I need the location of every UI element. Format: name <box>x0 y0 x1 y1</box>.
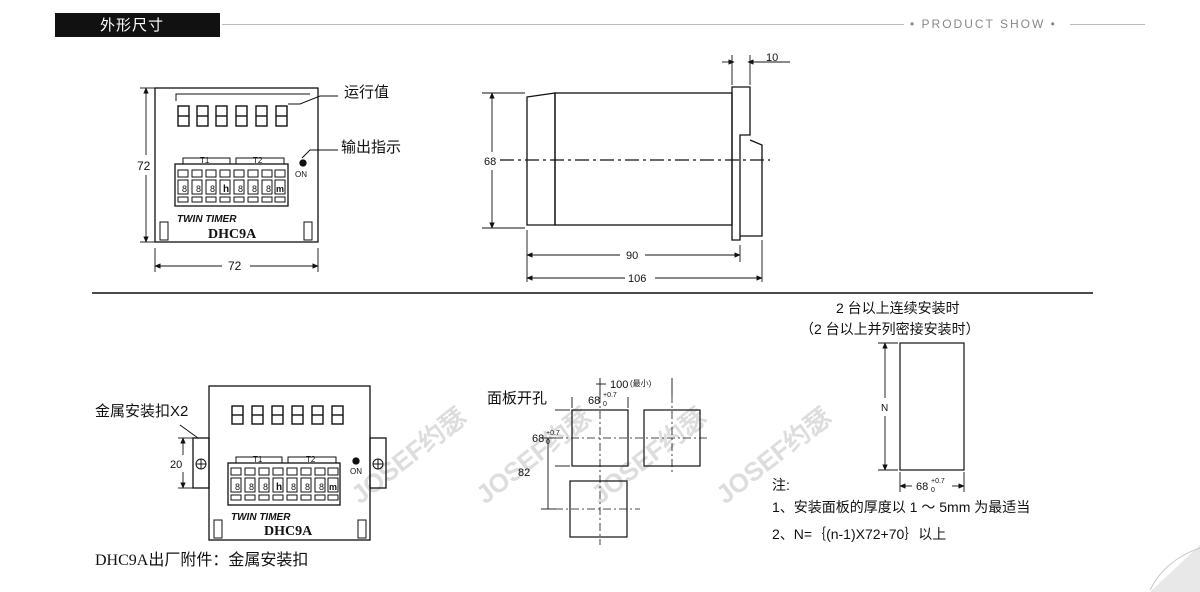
page-fold-corner <box>1150 545 1200 592</box>
bracket-screws <box>195 458 384 470</box>
svg-text:8: 8 <box>249 482 254 492</box>
svg-text:m: m <box>329 482 337 492</box>
side-dim-90: 90 <box>626 250 638 262</box>
bracket-t2-label: T2 <box>306 455 316 464</box>
cutout-tol0-top: 0 <box>603 401 607 408</box>
cutout-dim-68-left: 68 <box>532 433 544 445</box>
cutout-dim-68-top: 68 <box>588 395 600 407</box>
svg-text:8: 8 <box>305 482 310 492</box>
panel-cutout-text: 面板开孔 100 (最小) 68 +0.7 0 68 +0.7 0 82 <box>487 379 652 479</box>
multi-install-panel <box>899 342 965 471</box>
header-divider-left <box>222 24 904 25</box>
side-socket <box>731 86 751 241</box>
note-1: 1、安装面板的厚度以 1 ～ 5mm 为最适当 <box>772 499 1030 515</box>
front-on-label: ON <box>295 170 307 179</box>
svg-text:8: 8 <box>263 482 268 492</box>
cutout-dim-100: 100 <box>610 379 628 391</box>
side-view <box>482 55 790 282</box>
bracket-on-label: ON <box>350 467 362 476</box>
bracket-dim-20: 20 <box>170 459 182 471</box>
output-indicator-label: 输出指示 <box>341 139 401 156</box>
svg-text:8: 8 <box>210 184 215 194</box>
svg-text:8: 8 <box>266 184 271 194</box>
svg-text:8: 8 <box>291 482 296 492</box>
watermark-3: JOSEF约瑟 <box>585 402 712 510</box>
bracket-t1-label: T1 <box>253 455 263 464</box>
svg-text:m: m <box>276 184 284 194</box>
note-2: 2、N=｛(n-1)X72+70｝以上 <box>772 526 946 542</box>
watermark-4: JOSEF约瑟 <box>710 402 837 510</box>
bracket-brand-label: TWIN TIMER <box>231 512 291 523</box>
cutout-tol0-left: 0 <box>546 439 550 446</box>
bracket-left <box>192 437 210 489</box>
multi-tol: +0.7 <box>931 478 945 485</box>
multi-install <box>878 342 965 492</box>
side-view-text: 10 68 90 106 <box>484 52 778 285</box>
bracket-digits <box>231 405 344 425</box>
front-t1-label: T1 <box>200 156 210 165</box>
front-brand-label: TWIN TIMER <box>177 214 237 225</box>
multi-title-2: （2 台以上并列密接安装时） <box>800 321 980 337</box>
cutout-dim-100-note: (最小) <box>630 379 652 388</box>
running-value-label: 运行值 <box>344 84 389 101</box>
multi-tol0: 0 <box>931 487 935 494</box>
section-title: 外形尺寸 <box>55 13 220 37</box>
front-body <box>154 87 319 243</box>
product-show-label: • PRODUCT SHOW • <box>910 17 1057 31</box>
side-dimensions <box>482 55 790 282</box>
side-dim-106: 106 <box>628 273 646 285</box>
front-model-label: DHC9A <box>208 227 257 242</box>
front-height-dim: 72 <box>137 159 151 173</box>
side-bezel <box>526 92 556 226</box>
panel-cutout <box>541 378 710 545</box>
multi-title-1: 2 台以上连续安装时 <box>836 300 960 316</box>
front-width-dim: 72 <box>228 259 242 273</box>
svg-text:8: 8 <box>235 482 240 492</box>
switch-block <box>174 163 289 207</box>
bracket-right <box>369 437 387 489</box>
note-title: 注: <box>772 477 790 493</box>
footer-note: DHC9A出厂附件：金属安装扣 <box>95 552 309 569</box>
svg-text:8: 8 <box>238 184 243 194</box>
watermark-1: JOSEF约瑟 <box>345 402 472 510</box>
cutout-tol-left: +0.7 <box>546 430 560 437</box>
front-view <box>140 87 338 272</box>
multi-install-text: 2 台以上连续安装时 （2 台以上并列密接安装时） N 68 +0.7 0 注:… <box>772 300 1030 542</box>
front-dimensions <box>140 87 319 272</box>
svg-text:8: 8 <box>252 184 257 194</box>
cutout-tol-top: +0.7 <box>603 392 617 399</box>
cutout-dim-82: 82 <box>518 467 530 479</box>
multi-dim-68: 68 <box>916 481 928 493</box>
panel-cutout-title: 面板开孔 <box>487 389 547 407</box>
display-digits <box>177 105 288 127</box>
bracket-view <box>178 385 387 541</box>
front-t2-label: T2 <box>253 156 263 165</box>
svg-text:h: h <box>276 482 282 493</box>
side-dim-10: 10 <box>766 52 778 64</box>
bracket-label: 金属安装扣X2 <box>95 403 188 420</box>
watermark-2: JOSEF约瑟 <box>470 402 597 510</box>
header-divider-right <box>1070 24 1145 25</box>
bracket-model-label: DHC9A <box>264 524 313 539</box>
multi-dim-n: N <box>881 403 888 414</box>
side-body <box>554 92 733 226</box>
side-dim-68: 68 <box>484 156 496 168</box>
svg-text:h: h <box>223 184 229 195</box>
watermarks: JOSEF约瑟 JOSEF约瑟 JOSEF约瑟 JOSEF约瑟 <box>345 402 837 510</box>
bracket-dimensions <box>178 437 193 489</box>
svg-text:8: 8 <box>319 482 324 492</box>
svg-text:8: 8 <box>182 184 187 194</box>
svg-text:8: 8 <box>196 184 201 194</box>
front-view-text: 72 72 运行值 输出指示 ON T1 T2 TWIN TIMER DHC9A… <box>137 84 401 273</box>
